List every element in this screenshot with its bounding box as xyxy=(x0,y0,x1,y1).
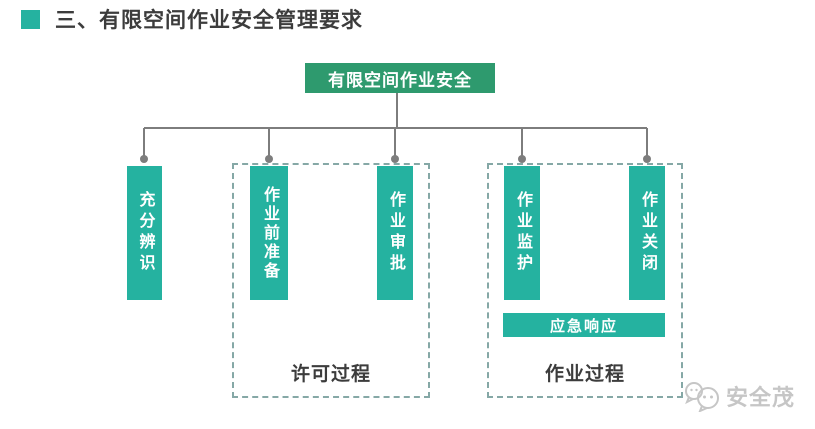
emergency-response-bar: 应急响应 xyxy=(503,313,665,337)
branch-bar-pre-work-preparation: 作业前准备 xyxy=(250,166,288,300)
watermark: 安全茂 xyxy=(683,380,795,412)
group-box-permit-process xyxy=(232,163,430,398)
group-label-operation-process: 作业过程 xyxy=(544,364,625,385)
branch-bar-work-monitoring: 作业监护 xyxy=(504,166,540,300)
chat-bubbles-logo-icon xyxy=(685,382,719,412)
header-bullet-square xyxy=(21,10,40,29)
branch-bar-work-closure: 作业关闭 xyxy=(629,166,665,300)
page-title: 三、有限空间作业安全管理要求 xyxy=(55,9,363,32)
watermark-text: 安全茂 xyxy=(726,385,796,410)
root-node-confined-space-safety: 有限空间作业安全 xyxy=(305,63,495,93)
group-box-operation-process xyxy=(487,163,683,398)
group-label-permit-process: 许可过程 xyxy=(290,364,371,385)
branch-bar-work-approval: 作业审批 xyxy=(377,166,413,300)
branch-bar-full-identification: 充分辨识 xyxy=(127,166,162,300)
